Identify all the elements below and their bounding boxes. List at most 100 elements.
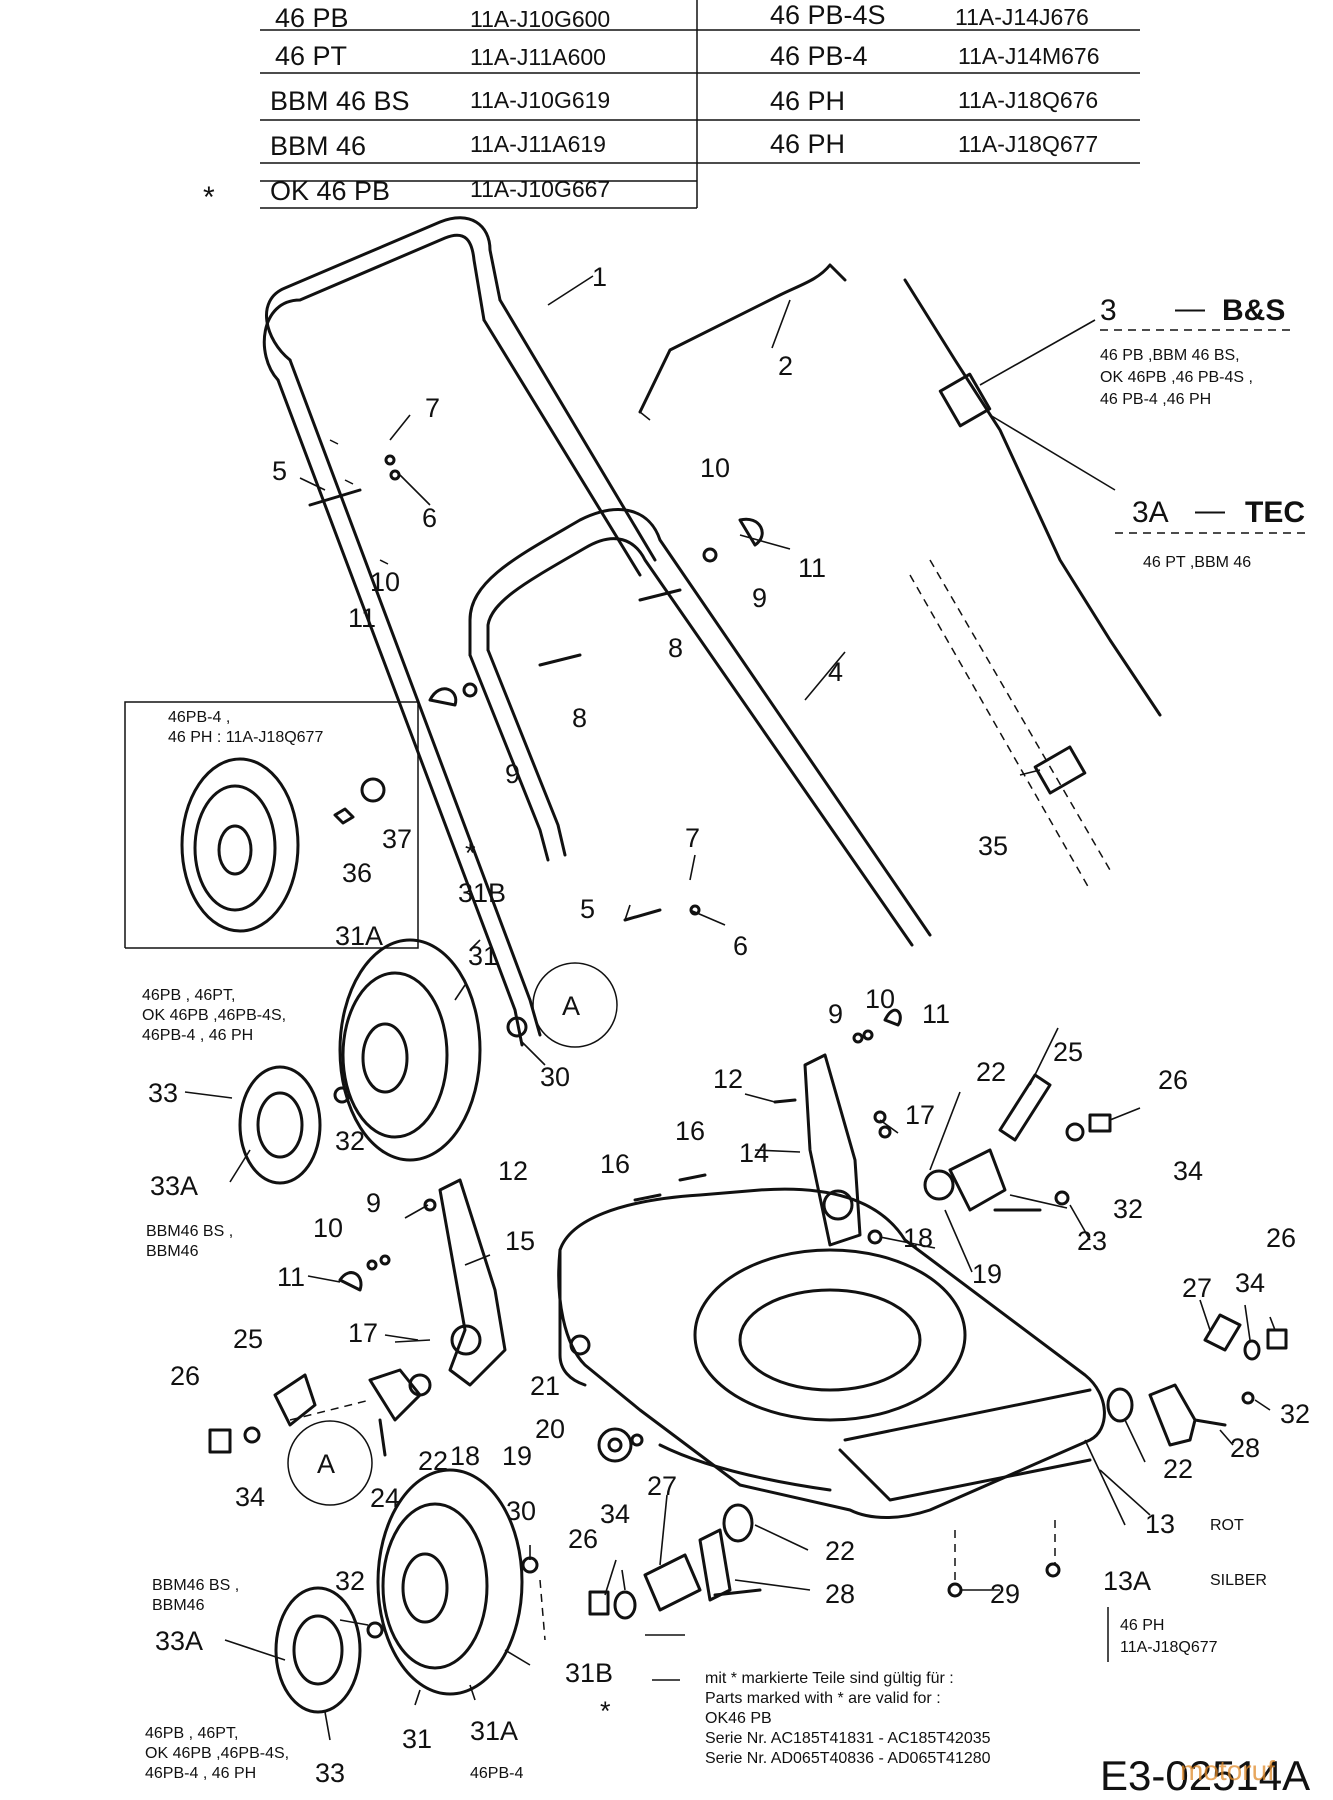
rear-wheel-group (224, 1468, 685, 1741)
detail-marker: A (317, 1449, 335, 1479)
part-label: 16 (675, 1116, 705, 1146)
part-label: 18 (903, 1223, 933, 1253)
part-label: 31 (468, 941, 498, 971)
part-label: 11 (348, 603, 376, 633)
footnote: mit * markierte Teile sind gültig für : … (652, 1670, 991, 1767)
detail-marker: A (562, 991, 580, 1021)
model-code: 11A-J18Q677 (958, 131, 1098, 157)
model-name: OK 46 PB (270, 176, 390, 206)
footnote-line: Parts marked with * are valid for : (705, 1690, 941, 1707)
part-label: 34 (1173, 1156, 1203, 1186)
part-label: 32 (1280, 1399, 1310, 1429)
variant-bs-dash: — (1175, 292, 1205, 325)
part-label: 26 (1266, 1223, 1296, 1253)
model-name: 46 PB (275, 3, 349, 33)
part-label: 20 (535, 1414, 565, 1444)
part-label: 35 (978, 831, 1008, 861)
note-line: BBM46 BS , (146, 1223, 233, 1240)
variant-bs-models: 46 PB-4 ,46 PH (1100, 391, 1211, 408)
model-code: 11A-J11A600 (470, 44, 606, 70)
color-note: SILBER (1210, 1572, 1267, 1589)
part-label: 7 (685, 823, 700, 853)
footnote-line: Serie Nr. AC185T41831 - AC185T42035 (705, 1730, 991, 1747)
asterisk-marker: * (600, 1696, 611, 1726)
inset-note: 46 PH : 11A-J18Q677 (168, 729, 323, 746)
part-label: 32 (335, 1566, 365, 1596)
part-label: 9 (828, 999, 843, 1029)
part-label: 31 (402, 1724, 432, 1754)
part-label: 24 (370, 1483, 400, 1513)
part-label: 28 (1230, 1433, 1260, 1463)
variant-notes: 3 — B&S 46 PB ,BBM 46 BS, OK 46PB ,46 PB… (1100, 292, 1310, 571)
part-label: 34 (600, 1499, 630, 1529)
part-label: 15 (505, 1226, 535, 1256)
model-code: 11A-J14J676 (955, 4, 1089, 30)
right-axle-assembly (633, 1008, 1141, 1273)
part-label: 26 (170, 1361, 200, 1391)
part-label: 11 (922, 999, 950, 1029)
part-label: 17 (348, 1318, 378, 1348)
inset-note: 46PB-4 , (168, 709, 230, 726)
part-label: 5 (580, 894, 595, 924)
part-label: 11 (277, 1262, 305, 1292)
part-label: 23 (1077, 1226, 1107, 1256)
model-notes: 46PB , 46PT, OK 46PB ,46PB-4S, 46PB-4 , … (142, 987, 1267, 1782)
part-label: 22 (1163, 1454, 1193, 1484)
part-label: 9 (366, 1188, 381, 1218)
model-name: 46 PB-4S (770, 0, 886, 30)
variant-tec-number: 3A (1132, 496, 1169, 529)
control-bar (638, 263, 847, 421)
model-code: 11A-J10G600 (470, 6, 610, 32)
footnote-line: OK46 PB (705, 1710, 772, 1727)
part-label: 17 (905, 1100, 935, 1130)
part-label: 10 (370, 567, 400, 597)
model-code: 11A-J10G619 (470, 87, 610, 113)
part-label: 22 (825, 1536, 855, 1566)
rear-axle-group (1106, 1299, 1288, 1463)
footnote-line: Serie Nr. AD065T40836 - AD065T41280 (705, 1750, 991, 1767)
upper-handle (262, 216, 657, 1047)
part-label: 18 (450, 1441, 480, 1471)
variant-tec-label: TEC (1245, 496, 1305, 529)
watermark: motoruf (1180, 1755, 1275, 1786)
front-wheel-group (184, 938, 618, 1185)
part-label: 36 (342, 858, 372, 888)
asterisk-marker: * (465, 838, 476, 868)
leader-lines (299, 275, 1116, 926)
note-line: BBM46 (152, 1597, 205, 1614)
model-name: BBM 46 (270, 131, 366, 161)
part-label: 31B (458, 878, 506, 908)
note-line: OK 46PB ,46PB-4S, (142, 1007, 286, 1024)
part-label: 5 (272, 456, 287, 486)
wheel-outline (180, 757, 300, 933)
part-label: 4 (828, 657, 843, 687)
note-line: 46PB , 46PT, (145, 1725, 238, 1742)
model-code: 11A-J10G667 (470, 176, 610, 202)
model-name: 46 PT (275, 41, 347, 71)
part-label: 16 (600, 1149, 630, 1179)
lower-handle (468, 508, 932, 947)
part-label: 31B (565, 1658, 613, 1688)
model-name: 46 PH (770, 86, 845, 116)
part-label: 22 (418, 1446, 448, 1476)
mower-deck (557, 1187, 1106, 1519)
detail-marker-circle (287, 1420, 373, 1506)
part-label: 27 (647, 1471, 677, 1501)
model-name: 46 PH (770, 129, 845, 159)
variant-bs-models: 46 PB ,BBM 46 BS, (1100, 347, 1240, 364)
part-label: 30 (506, 1496, 536, 1526)
variant-bs-label: B&S (1222, 294, 1285, 327)
variant-tec-dash: — (1195, 494, 1225, 527)
part-label: 32 (335, 1126, 365, 1156)
part-label: 25 (233, 1324, 263, 1354)
part-label: 34 (235, 1482, 265, 1512)
part-label: 10 (700, 453, 730, 483)
part-label: 13A (1103, 1566, 1151, 1596)
model-code: 11A-J14M676 (958, 43, 1100, 69)
part-label: 25 (1053, 1037, 1083, 1067)
part-label: 34 (1235, 1268, 1265, 1298)
model-table: 46 PB 11A-J10G600 46 PT 11A-J11A600 BBM … (203, 0, 1140, 214)
part-label: 11 (798, 553, 826, 583)
part-label: 9 (752, 583, 767, 613)
